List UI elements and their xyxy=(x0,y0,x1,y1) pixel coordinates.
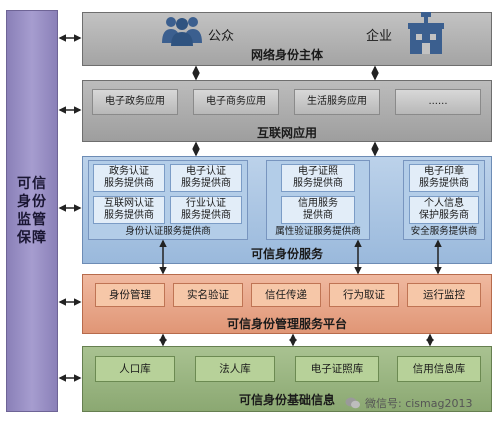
app-life-service: 生活服务应用 xyxy=(294,89,380,115)
wechat-watermark: 微信号: cismag2013 xyxy=(345,393,495,413)
e-license-provider: 电子证照 服务提供商 xyxy=(281,164,355,192)
base-layer-title: 可信身份基础信息 xyxy=(238,393,335,407)
e-license-db: 电子证照库 xyxy=(295,356,379,382)
behavior-forensics: 行为取证 xyxy=(329,283,399,307)
security-provider-group-label: 安全服务提供商 xyxy=(410,226,478,237)
industry-auth-provider: 行业认证 服务提供商 xyxy=(170,196,242,224)
trust-transfer: 信任传递 xyxy=(251,283,321,307)
app-more: ...... xyxy=(395,89,481,115)
real-name-verification: 实名验证 xyxy=(173,283,243,307)
supervision-label: 可信身份监管保障 xyxy=(17,176,47,246)
privacy-protection-provider: 个人信息 保护服务商 xyxy=(409,196,479,224)
platform-layer-title: 可信身份管理服务平台 xyxy=(226,317,347,331)
population-db: 人口库 xyxy=(95,356,175,382)
internet-layer-title: 互联网应用 xyxy=(256,126,317,140)
operation-monitoring: 运行监控 xyxy=(407,283,481,307)
gov-auth-provider: 政务认证 服务提供商 xyxy=(93,164,165,192)
enterprise-label: 企业 xyxy=(366,29,393,44)
wechat-icon xyxy=(345,397,360,409)
watermark-text: 微信号: cismag2013 xyxy=(365,397,473,410)
attribute-provider-group-label: 属性验证服务提供商 xyxy=(275,226,361,237)
app-ecommerce: 电子商务应用 xyxy=(193,89,279,115)
credit-info-db: 信用信息库 xyxy=(397,356,481,382)
identity-management: 身份管理 xyxy=(95,283,165,307)
supervision-bar: 可信身份监管保障 xyxy=(6,10,58,412)
people-icon xyxy=(162,17,202,46)
service-layer-title: 可信身份服务 xyxy=(250,247,323,261)
legal-person-db: 法人库 xyxy=(195,356,275,382)
e-auth-provider: 电子认证 服务提供商 xyxy=(170,164,242,192)
entity-layer-title: 网络身份主体 xyxy=(250,48,323,62)
internet-auth-provider: 互联网认证 服务提供商 xyxy=(93,196,165,224)
auth-provider-group-label: 身份认证服务提供商 xyxy=(125,226,211,237)
app-egov: 电子政务应用 xyxy=(92,89,178,115)
public-label: 公众 xyxy=(208,29,235,44)
building-icon xyxy=(408,12,444,54)
e-seal-provider: 电子印章 服务提供商 xyxy=(409,164,479,192)
credit-service-provider: 信用服务 提供商 xyxy=(281,196,355,224)
